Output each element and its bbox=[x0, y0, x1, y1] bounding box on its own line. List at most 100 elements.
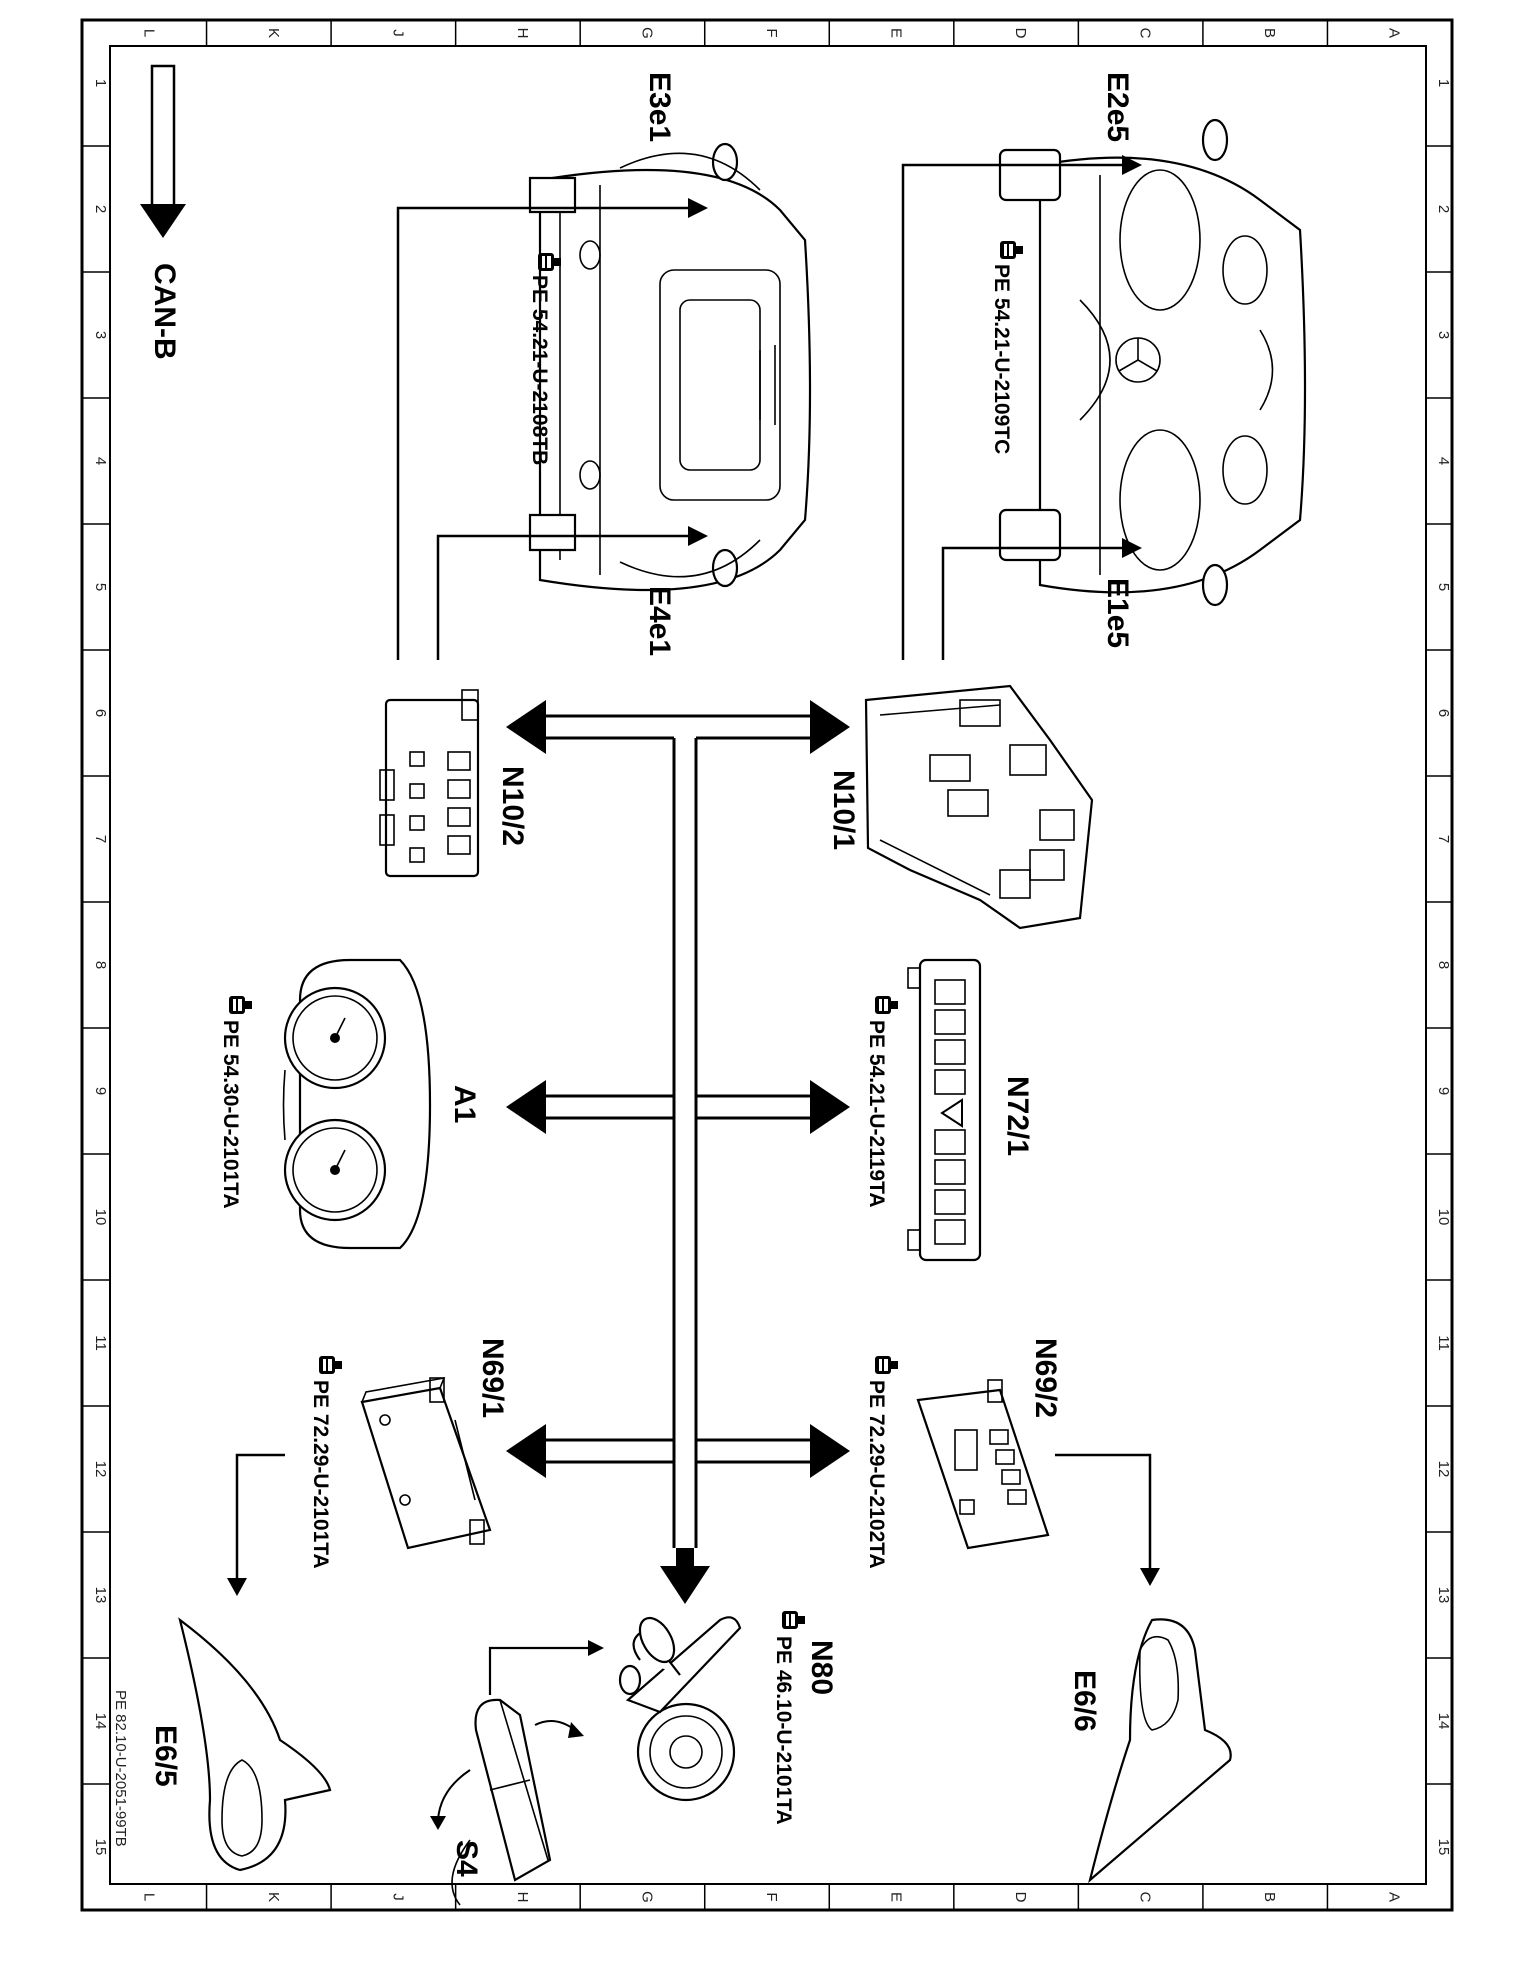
grid-column-label-bottom: J bbox=[389, 1893, 406, 1901]
bus-label: CAN-B bbox=[148, 263, 181, 360]
grid-column-label-bottom: B bbox=[1261, 1892, 1278, 1902]
grid-column-label-bottom: A bbox=[1386, 1892, 1403, 1902]
grid-row-label-left: 13 bbox=[92, 1587, 109, 1604]
grid-column-label-top: G bbox=[638, 27, 655, 39]
can-bus bbox=[540, 714, 818, 1548]
a1-ref: PE 54.30-U-2101TA bbox=[219, 1020, 242, 1209]
grid-row-label-left: 5 bbox=[92, 583, 109, 591]
grid-column-label-top: H bbox=[514, 28, 531, 39]
grid-row-label-left: 3 bbox=[92, 331, 109, 339]
grid-column-label-bottom: E bbox=[888, 1892, 905, 1902]
n69-1-label: N69/1 bbox=[476, 1338, 509, 1418]
rear-lamp-leads bbox=[396, 198, 708, 660]
e6-6-right-mirror bbox=[1088, 1618, 1232, 1884]
grid-row-label-right: 14 bbox=[1435, 1713, 1452, 1730]
n69-2-output bbox=[1055, 1453, 1160, 1586]
grid-column-label-top: L bbox=[140, 29, 157, 37]
pointing-hand-icon bbox=[1000, 241, 1023, 259]
e6-6-label: E6/6 bbox=[1068, 1670, 1101, 1732]
grid-row-label-right: 11 bbox=[1435, 1335, 1452, 1351]
n10-1-label: N10/1 bbox=[827, 770, 860, 850]
grid-row-label-left: 11 bbox=[92, 1335, 109, 1351]
grid-column-label-top: D bbox=[1012, 28, 1029, 39]
n69-1-door-module bbox=[360, 1376, 492, 1550]
grid-column-label-top: A bbox=[1386, 28, 1403, 38]
n69-1-ref: PE 72.29-U-2101TA bbox=[309, 1380, 332, 1569]
grid-column-label-bottom: F bbox=[763, 1892, 780, 1901]
grid-column-label-top: K bbox=[265, 28, 282, 38]
grid-ticks bbox=[82, 20, 1452, 1910]
n80-label: N80 bbox=[805, 1640, 838, 1695]
n80-ref: PE 46.10-U-2101TA bbox=[772, 1636, 795, 1825]
n69-2-label: N69/2 bbox=[1029, 1338, 1062, 1418]
grid-row-label-right: 6 bbox=[1435, 709, 1452, 717]
n10-2-label: N10/2 bbox=[496, 766, 529, 846]
grid-column-label-bottom: K bbox=[265, 1892, 282, 1902]
document-number: PE 82.10-U-2051-99TB bbox=[112, 1690, 129, 1847]
grid-row-label-left: 6 bbox=[92, 709, 109, 717]
grid-row-label-right: 10 bbox=[1435, 1209, 1452, 1226]
grid-row-label-left: 2 bbox=[92, 205, 109, 213]
e6-5-label: E6/5 bbox=[149, 1725, 182, 1787]
pointing-hand-icon bbox=[782, 1611, 805, 1629]
grid-column-label-bottom: G bbox=[638, 1891, 655, 1903]
grid-row-label-right: 5 bbox=[1435, 583, 1452, 591]
grid-column-label-bottom: H bbox=[514, 1892, 531, 1903]
a1-label: A1 bbox=[448, 1085, 481, 1123]
grid-column-label-top: F bbox=[763, 28, 780, 37]
front-vehicle bbox=[998, 118, 1307, 607]
n69-2-door-module bbox=[916, 1379, 1050, 1550]
n10-2-module bbox=[379, 689, 480, 878]
pointing-hand-icon bbox=[229, 996, 252, 1014]
n72-1-label: N72/1 bbox=[1001, 1076, 1034, 1156]
bus-arrowheads bbox=[506, 700, 850, 1604]
grid-row-label-left: 9 bbox=[92, 1087, 109, 1095]
front-ref: PE 54.21-U-2109TC bbox=[990, 264, 1013, 454]
e4e1-label: E4e1 bbox=[643, 586, 676, 656]
rear-vehicle bbox=[528, 142, 812, 592]
grid-row-label-left: 7 bbox=[92, 835, 109, 843]
grid-row-label-right: 4 bbox=[1435, 457, 1452, 465]
grid-row-label-right: 2 bbox=[1435, 205, 1452, 213]
e2e5-label: E2e5 bbox=[1101, 72, 1134, 142]
grid-row-label-left: 4 bbox=[92, 457, 109, 465]
e6-5-left-mirror bbox=[178, 1617, 332, 1872]
outer-frame bbox=[80, 18, 1454, 1912]
grid-row-label-right: 15 bbox=[1435, 1839, 1452, 1856]
grid-column-label-bottom: C bbox=[1137, 1892, 1154, 1903]
grid-row-label-right: 7 bbox=[1435, 835, 1452, 843]
a1-instrument-cluster bbox=[282, 958, 432, 1250]
grid-row-label-left: 10 bbox=[92, 1209, 109, 1226]
inner-frame bbox=[109, 45, 1427, 1885]
grid-row-label-right: 3 bbox=[1435, 331, 1452, 339]
grid-row-label-right: 8 bbox=[1435, 961, 1452, 969]
n72-1-switch-panel bbox=[907, 958, 982, 1262]
pointing-hand-icon bbox=[875, 996, 898, 1014]
arrow-down-icon bbox=[140, 64, 186, 238]
e3e1-label: E3e1 bbox=[643, 72, 676, 142]
pointing-hand-icon bbox=[319, 1356, 342, 1374]
grid-row-label-left: 1 bbox=[92, 79, 109, 87]
s4-label: S4 bbox=[450, 1840, 483, 1877]
grid-row-label-left: 12 bbox=[92, 1461, 109, 1478]
grid-row-label-right: 12 bbox=[1435, 1461, 1452, 1478]
rear-ref: PE 54.21-U-2108TB bbox=[528, 275, 551, 465]
e1e5-label: E1e5 bbox=[1101, 578, 1134, 648]
grid-row-label-left: 8 bbox=[92, 961, 109, 969]
grid-row-label-right: 13 bbox=[1435, 1587, 1452, 1604]
grid-row-label-left: 15 bbox=[92, 1839, 109, 1856]
n10-1-module bbox=[864, 684, 1094, 930]
grid-column-label-top: E bbox=[888, 28, 905, 38]
grid-column-label-top: C bbox=[1137, 28, 1154, 39]
grid-row-label-right: 1 bbox=[1435, 79, 1452, 87]
grid-column-label-bottom: D bbox=[1012, 1892, 1029, 1903]
grid-row-label-right: 9 bbox=[1435, 1087, 1452, 1095]
n69-2-ref: PE 72.29-U-2102TA bbox=[865, 1380, 888, 1569]
n69-1-output bbox=[227, 1453, 285, 1596]
pointing-hand-icon bbox=[875, 1356, 898, 1374]
front-lamp-leads bbox=[901, 155, 1142, 660]
n72-1-ref: PE 54.21-U-2119TA bbox=[865, 1020, 888, 1208]
grid-column-label-top: B bbox=[1261, 28, 1278, 38]
